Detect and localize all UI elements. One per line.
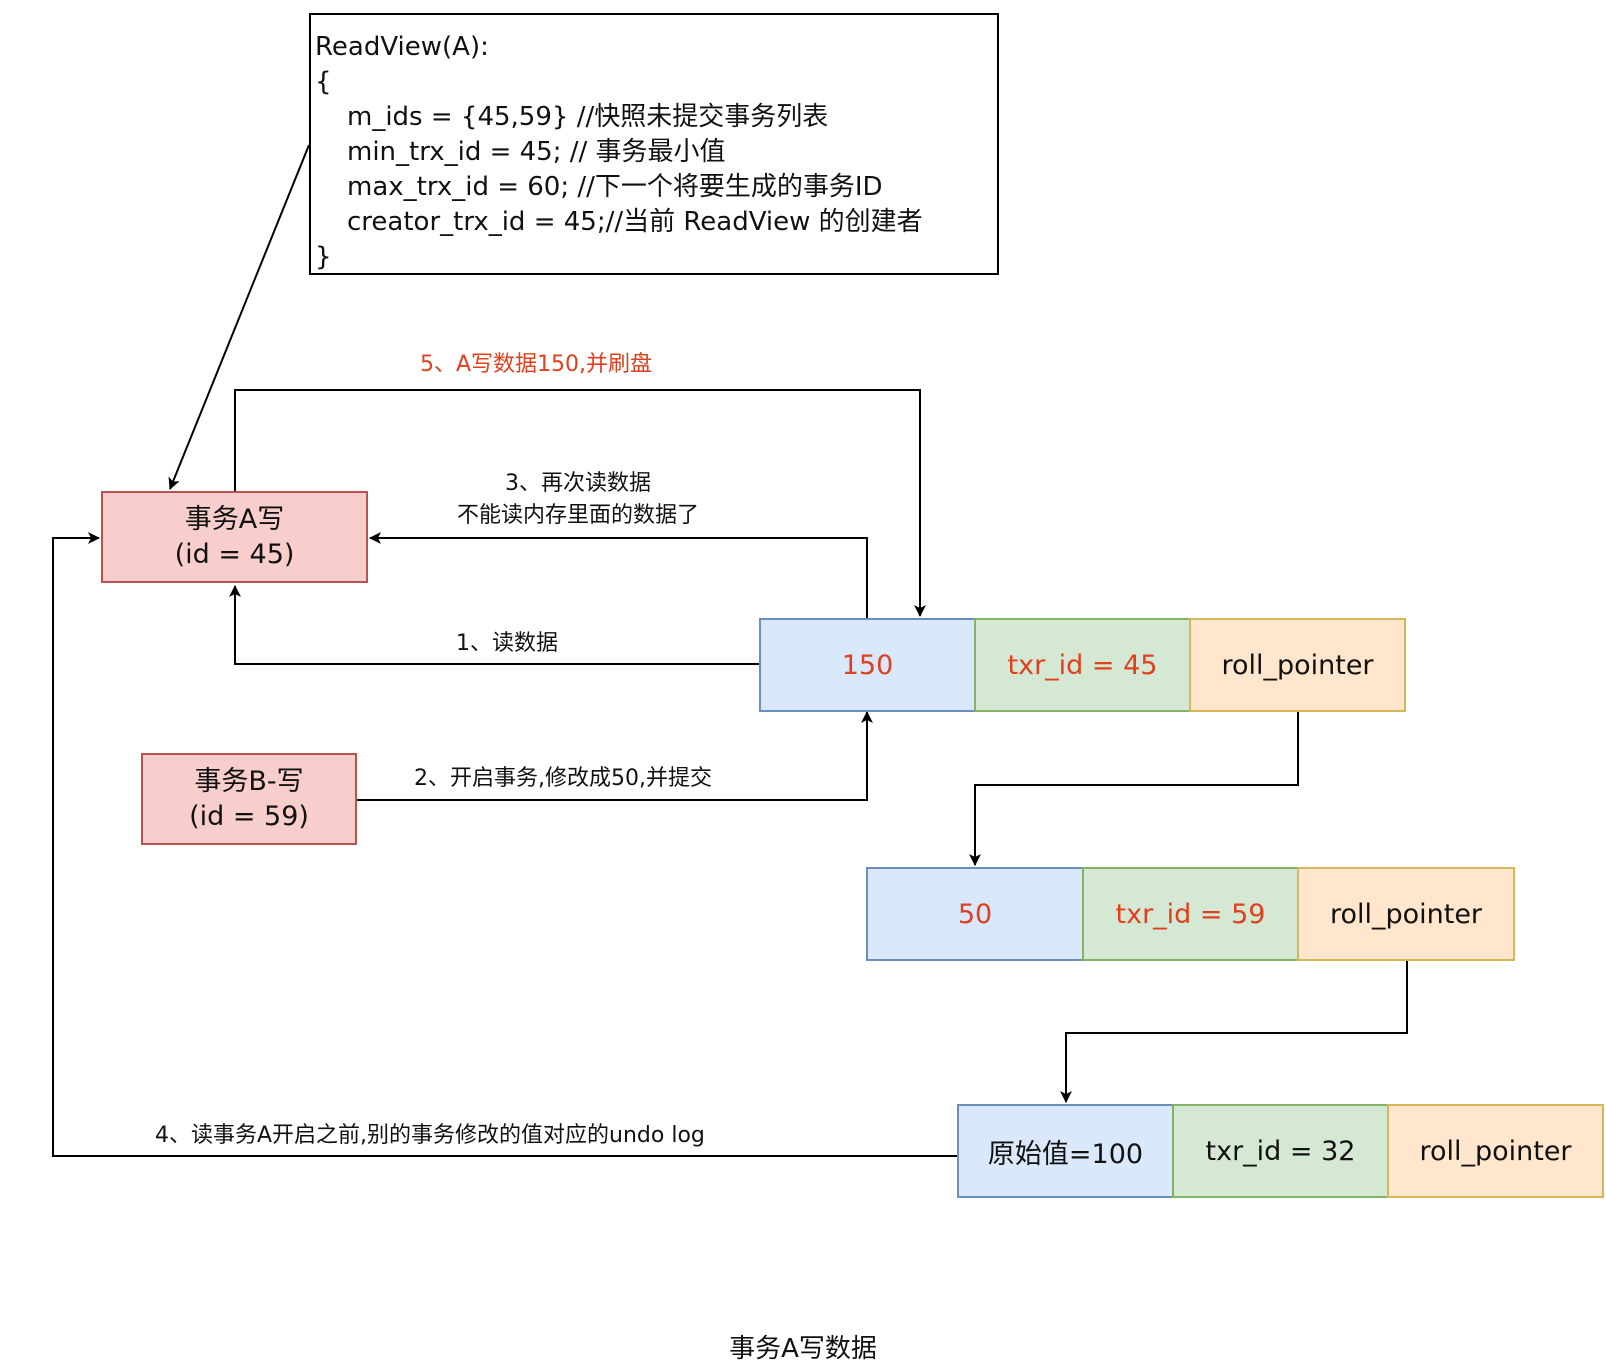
record-3-trx-id: txr_id = 32 [1172, 1104, 1389, 1198]
readview-creator-trx-id: creator_trx_id = 45;//当前 ReadView 的创建者 [347, 207, 923, 237]
record-3-roll-pointer: roll_pointer [1387, 1104, 1604, 1198]
record-2-value: 50 [866, 867, 1084, 961]
readview-close-brace: } [315, 242, 332, 272]
transaction-b-node: 事务B-写 (id = 59) [141, 753, 357, 845]
step3-arrow [369, 532, 868, 618]
step2-label: 2、开启事务,修改成50,并提交 [414, 763, 712, 795]
record-2-roll-pointer: roll_pointer [1297, 867, 1515, 961]
roll-pointer-arrow-1 [969, 710, 1299, 866]
step3-label-line1: 3、再次读数据 [505, 471, 651, 496]
readview-to-tx-a-arrow [168, 144, 310, 490]
readview-max-trx-id: max_trx_id = 60; //下一个将要生成的事务ID [347, 172, 883, 202]
readview-box: ReadView(A): { m_ids = {45,59} //快照未提交事务… [309, 13, 999, 275]
transaction-b-id: (id = 59) [189, 801, 309, 832]
transaction-b-name: 事务B-写 [194, 766, 304, 797]
transaction-a-node: 事务A写 (id = 45) [101, 491, 368, 583]
readview-title: ReadView(A): [315, 32, 489, 62]
record-2-trx-id: txr_id = 59 [1082, 867, 1299, 961]
step3-label-line2: 不能读内存里面的数据了 [456, 503, 699, 528]
record-3-value: 原始值=100 [957, 1104, 1174, 1198]
record-1-value: 150 [759, 618, 976, 712]
step4-label: 4、读事务A开启之前,别的事务修改的值对应的undo log [155, 1120, 705, 1152]
step1-arrow [229, 585, 759, 665]
diagram-caption: 事务A写数据 [729, 1334, 877, 1364]
transaction-a-name: 事务A写 [184, 504, 285, 535]
record-1-trx-id: txr_id = 45 [974, 618, 1191, 712]
step4-arrow [52, 532, 957, 1157]
record-1-roll-pointer: roll_pointer [1189, 618, 1406, 712]
step3-label: 3、再次读数据 不能读内存里面的数据了 [433, 468, 723, 532]
step1-label: 1、读数据 [456, 628, 558, 660]
step2-arrow [357, 711, 873, 801]
step5-label: 5、A写数据150,并刷盘 [420, 349, 653, 381]
readview-m-ids: m_ids = {45,59} //快照未提交事务列表 [347, 102, 829, 132]
readview-open-brace: { [315, 67, 332, 97]
readview-min-trx-id: min_trx_id = 45; // 事务最小值 [347, 137, 726, 167]
transaction-a-id: (id = 45) [174, 539, 295, 570]
step5-arrow [234, 389, 926, 617]
roll-pointer-arrow-2 [1060, 960, 1408, 1103]
